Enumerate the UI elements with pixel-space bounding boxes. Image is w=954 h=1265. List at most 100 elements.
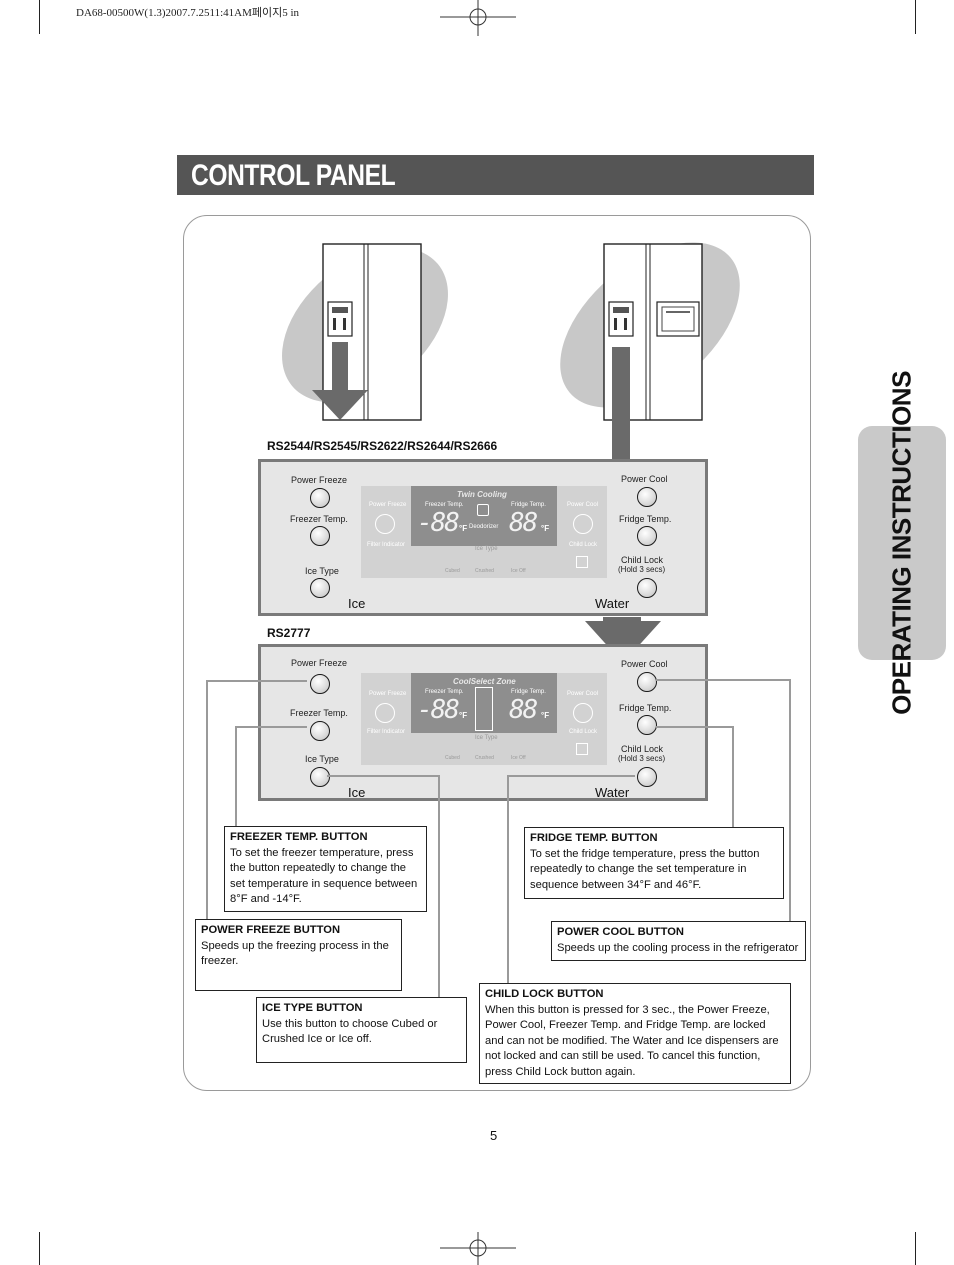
title-bar: CONTROL PANEL [177,155,814,195]
callout-title: CHILD LOCK BUTTON [485,988,604,1000]
page-title: CONTROL PANEL [191,159,396,192]
callout-body: Speeds up the cooling process in the ref… [557,941,799,954]
lcd-display-top: Twin Cooling Freezer Temp. Fridge Temp. … [361,486,607,578]
lcd-display-bottom: CoolSelect Zone Freezer Temp. Fridge Tem… [361,673,607,765]
label-freezer-temp: Freezer Temp. [290,708,348,718]
freezer-snowflake-icon [375,514,395,534]
lcd-zone-icons [475,687,493,731]
lcd-fridge-unit: °F [541,711,550,720]
lcd-crushed: Crushed [475,568,494,574]
child-lock-button[interactable] [637,578,657,598]
lcd-power-cool: Power Cool [567,502,599,508]
registration-mark-top [440,0,516,36]
callout-child-lock: CHILD LOCK BUTTON When this button is pr… [479,983,791,1084]
child-lock-button[interactable] [637,767,657,787]
lcd-cubed: Cubed [445,568,460,574]
label-fridge-temp: Fridge Temp. [619,703,672,713]
label-power-freeze: Power Freeze [291,475,348,485]
callout-freezer-temp: FREEZER TEMP. BUTTON To set the freezer … [224,826,427,912]
callout-body: To set the freezer temperature, press th… [230,846,418,906]
freezer-temp-button[interactable] [310,721,330,741]
callout-body: When this button is pressed for 3 sec., … [485,1003,779,1078]
label-freezer-temp: Freezer Temp. [290,514,348,524]
label-water: Water [595,596,630,611]
refrigerator-illustration-left [282,243,448,421]
lock-icon [576,743,588,755]
refrigerator-illustration-right [560,242,740,460]
power-freeze-button[interactable] [310,488,330,508]
page-number: 5 [490,1128,498,1143]
lcd-heading: CoolSelect Zone [453,677,516,686]
lcd-child-lock: Child Lock [569,542,598,548]
model-label-top: RS2544/RS2545/RS2622/RS2644/RS2666 [267,439,498,453]
label-fridge-temp: Fridge Temp. [619,514,672,524]
lcd-freezer-digits: -88 [417,508,460,538]
fridge-temp-button[interactable] [637,526,657,546]
callout-title: FREEZER TEMP. BUTTON [230,831,368,843]
power-freeze-button[interactable] [310,674,330,694]
lcd-freezer-unit: °F [459,711,468,720]
lcd-ice-off: Ice Off [511,568,526,574]
lcd-cubed: Cubed [445,755,460,761]
callout-title: FRIDGE TEMP. BUTTON [530,832,658,844]
crop-mark [915,1232,916,1265]
crop-mark [915,0,916,34]
callout-title: POWER FREEZE BUTTON [201,924,341,936]
freezer-temp-button[interactable] [310,526,330,546]
lcd-fridge-unit: °F [541,524,550,533]
content-frame [183,215,811,1091]
label-child-lock: Child Lock [621,744,664,754]
arrow-to-bottom-panel [585,617,661,663]
label-ice-type: Ice Type [305,566,339,576]
label-child-lock: Child Lock [621,555,664,565]
power-cool-button[interactable] [637,487,657,507]
fridge-temp-button[interactable] [637,715,657,735]
lcd-ice-type: Ice Type [475,546,498,552]
callout-power-cool: POWER COOL BUTTON Speeds up the cooling … [551,921,806,961]
fridge-drop-icon [573,514,593,534]
control-panel-bottom: Power Freeze Freezer Temp. Ice Type Ice … [258,644,708,801]
label-power-freeze: Power Freeze [291,658,348,668]
callout-body: Use this button to choose Cubed or Crush… [262,1017,438,1046]
label-ice: Ice [348,785,366,800]
lcd-freezer-temp: Freezer Temp. [425,689,464,695]
lcd-fridge-temp: Fridge Temp. [511,502,546,508]
label-water: Water [595,785,630,800]
freezer-snowflake-icon [375,703,395,723]
lcd-freezer-temp: Freezer Temp. [425,502,464,508]
lcd-ice-type: Ice Type [475,735,498,741]
lock-icon [576,556,588,568]
label-power-cool: Power Cool [621,659,668,669]
model-label-bottom: RS2777 [267,626,311,640]
lcd-mode-icon [477,504,489,516]
callout-fridge-temp: FRIDGE TEMP. BUTTON To set the fridge te… [524,827,784,899]
fridge-drop-icon [573,703,593,723]
callout-power-freeze: POWER FREEZE BUTTON Speeds up the freezi… [195,919,402,991]
side-tab: OPERATING INSTRUCTIONS [858,371,946,715]
power-cool-button[interactable] [637,672,657,692]
lcd-heading: Twin Cooling [457,490,507,499]
lcd-fridge-digits: 88 [509,695,538,725]
callout-title: ICE TYPE BUTTON [262,1002,363,1014]
crop-mark [39,1232,40,1265]
lcd-center: Twin Cooling Freezer Temp. Fridge Temp. … [411,486,557,546]
callout-title: POWER COOL BUTTON [557,926,685,938]
registration-mark-bottom [440,1232,516,1265]
label-hold-3-secs: (Hold 3 secs) [618,565,666,574]
lcd-ice-off: Ice Off [511,755,526,761]
ice-type-button[interactable] [310,578,330,598]
lcd-freezer-unit: °F [459,524,468,533]
crop-mark [39,0,40,34]
lcd-fridge-digits: 88 [509,508,538,538]
label-ice-type: Ice Type [305,754,339,764]
callout-ice-type: ICE TYPE BUTTON Use this button to choos… [256,997,467,1063]
print-header: DA68-00500W(1.3)2007.7.2511:41AM페이지5 in [76,7,300,19]
label-power-cool: Power Cool [621,474,668,484]
label-hold-3-secs: (Hold 3 secs) [618,754,666,763]
callout-body: To set the fridge temperature, press the… [530,847,760,891]
lcd-power-freeze: Power Freeze [369,502,407,508]
lcd-freezer-digits: -88 [417,695,460,725]
lcd-crushed: Crushed [475,755,494,761]
lcd-filter-indicator: Filter Indicator [367,729,406,735]
lcd-child-lock: Child Lock [569,729,598,735]
